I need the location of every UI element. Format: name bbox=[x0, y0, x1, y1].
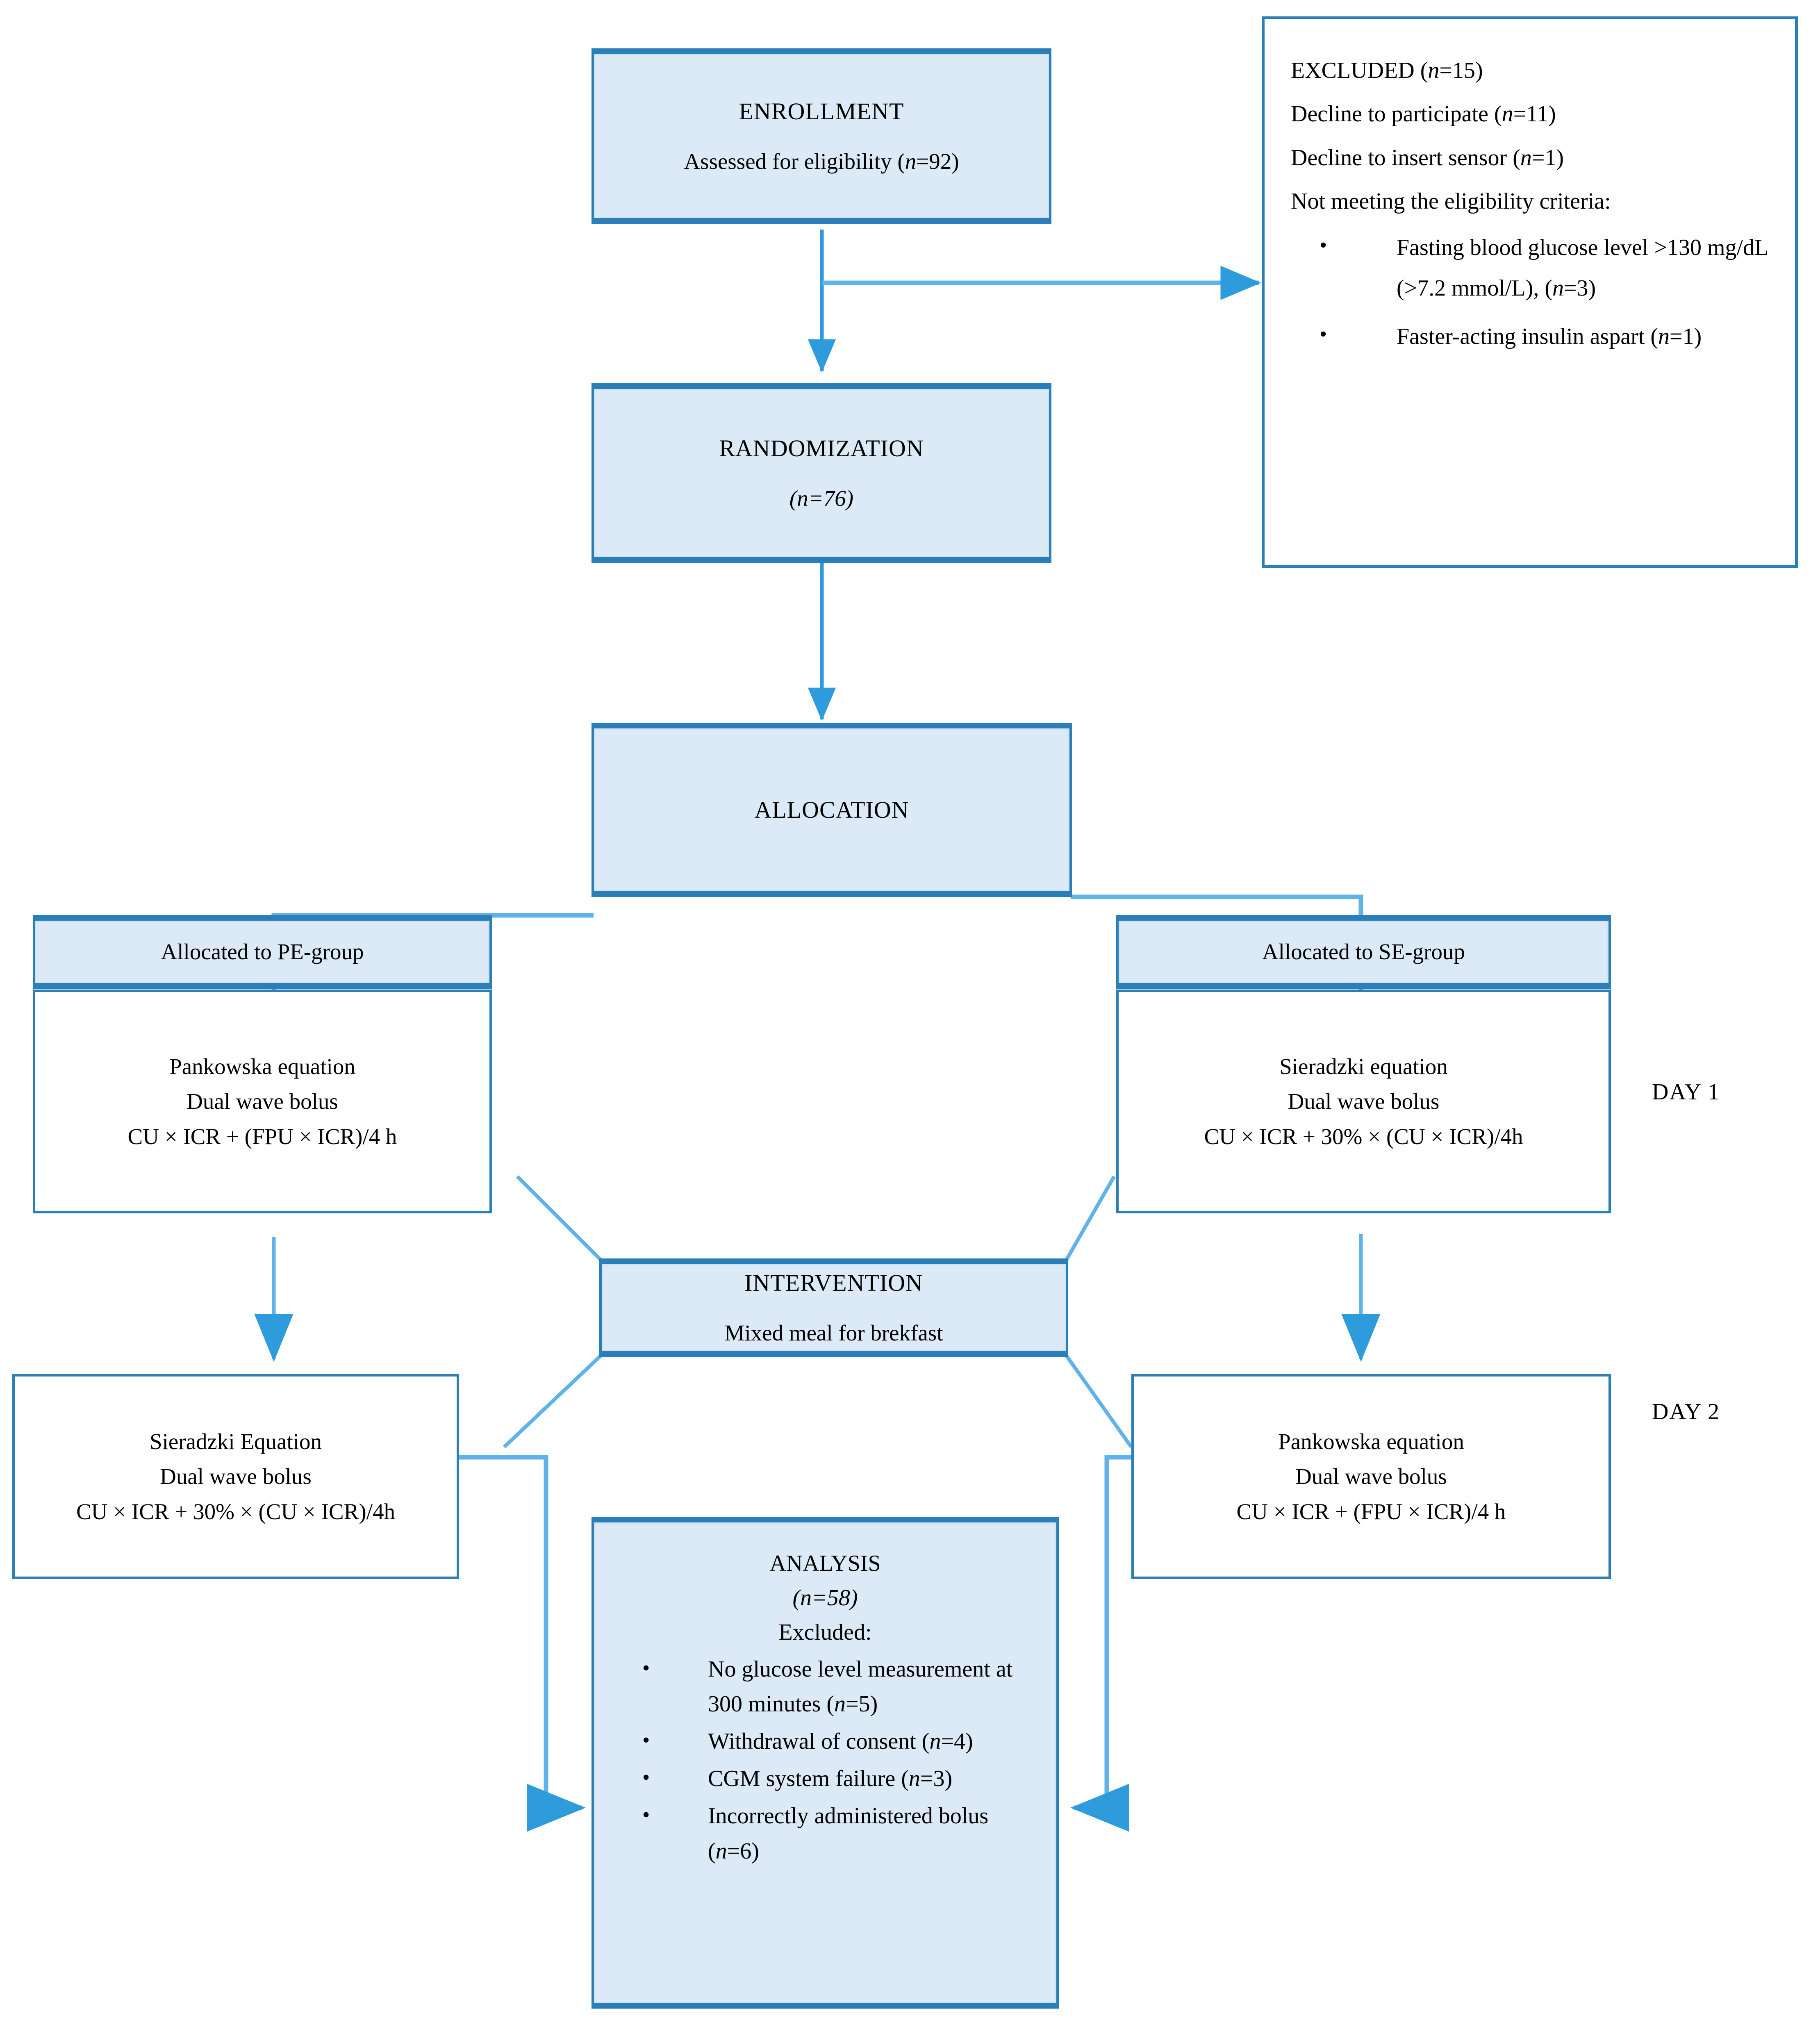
day2-left-line1: Sieradzki Equation bbox=[149, 1429, 322, 1454]
intervention-title: INTERVENTION bbox=[744, 1270, 923, 1297]
day2-right-line3: CU × ICR + (FPU × ICR)/4 h bbox=[1236, 1499, 1506, 1524]
allocation-title: ALLOCATION bbox=[754, 796, 909, 823]
analysis-box: ANALYSIS (n=58) Excluded: No glucose lev… bbox=[592, 1517, 1059, 2009]
analysis-bullet-list: No glucose level measurement at 300 minu… bbox=[594, 1652, 1056, 1871]
excluded-box: EXCLUDED (n=15) Decline to participate (… bbox=[1262, 16, 1798, 568]
connector-day2-left-to-analysis bbox=[458, 1455, 586, 1832]
list-item: Faster-acting insulin aspart (n=1) bbox=[1320, 316, 1797, 357]
analysis-title: ANALYSIS bbox=[769, 1551, 881, 1576]
enrollment-title: ENROLLMENT bbox=[739, 98, 904, 125]
randomization-subtitle: (n=76) bbox=[789, 486, 854, 511]
analysis-excluded-label: Excluded: bbox=[778, 1620, 872, 1645]
excluded-heading: EXCLUDED (n=15) bbox=[1291, 49, 1769, 92]
excluded-heading-n: n bbox=[1428, 58, 1440, 83]
allocation-box: ALLOCATION bbox=[592, 723, 1072, 897]
enrollment-subtitle-n: n bbox=[905, 149, 917, 174]
connector-intervention-to-day2-left bbox=[503, 1353, 603, 1449]
se-group-day1-box: Sieradzki equation Dual wave bolus CU × … bbox=[1116, 990, 1611, 1213]
excluded-line-decline-sensor: Decline to insert sensor (n=1) bbox=[1291, 145, 1564, 171]
list-item: No glucose level measurement at 300 minu… bbox=[642, 1652, 1040, 1722]
day2-label: DAY 2 bbox=[1652, 1399, 1720, 1424]
randomization-box: RANDOMIZATION (n=76) bbox=[592, 383, 1051, 563]
pe-group-line2: Dual wave bolus bbox=[187, 1089, 338, 1114]
enrollment-subtitle-suffix: =92) bbox=[916, 149, 959, 174]
day2-right-box: Pankowska equation Dual wave bolus CU × … bbox=[1131, 1374, 1611, 1579]
excluded-heading-suffix: =15) bbox=[1439, 58, 1483, 83]
excluded-bullet-list: Fasting blood glucose level >130 mg/dL (… bbox=[1291, 227, 1797, 365]
pe-group-header-box: Allocated to PE-group bbox=[33, 915, 492, 989]
intervention-subtitle: Mixed meal for brekfast bbox=[724, 1320, 943, 1346]
analysis-n: (n=58) bbox=[792, 1585, 858, 1611]
excluded-line-criteria: Not meeting the eligibility criteria: bbox=[1291, 189, 1611, 214]
intervention-box: INTERVENTION Mixed meal for brekfast bbox=[599, 1258, 1068, 1357]
excluded-heading-prefix: EXCLUDED ( bbox=[1291, 58, 1428, 83]
day2-left-line2: Dual wave bolus bbox=[160, 1464, 312, 1489]
se-group-header-label: Allocated to SE-group bbox=[1262, 939, 1465, 965]
se-group-line2: Dual wave bolus bbox=[1288, 1089, 1440, 1114]
day2-left-line3: CU × ICR + 30% × (CU × ICR)/4h bbox=[76, 1499, 395, 1524]
se-group-header-box: Allocated to SE-group bbox=[1116, 915, 1611, 989]
randomization-title: RANDOMIZATION bbox=[719, 435, 924, 462]
list-item: Incorrectly administered bolus (n=6) bbox=[642, 1799, 1040, 1868]
day1-label: DAY 1 bbox=[1652, 1079, 1720, 1105]
day2-right-line1: Pankowska equation bbox=[1278, 1429, 1464, 1454]
enrollment-subtitle: Assessed for eligibility (n=92) bbox=[684, 144, 959, 179]
pe-group-line1: Pankowska equation bbox=[169, 1054, 355, 1079]
enrollment-box: ENROLLMENT Assessed for eligibility (n=9… bbox=[592, 48, 1051, 224]
list-item: CGM system failure (n=3) bbox=[642, 1761, 1040, 1796]
se-group-line3: CU × ICR + 30% × (CU × ICR)/4h bbox=[1204, 1124, 1523, 1149]
connector-intervention-to-day2-right bbox=[1064, 1354, 1133, 1448]
se-group-line1: Sieradzki equation bbox=[1279, 1054, 1448, 1079]
pe-group-header-label: Allocated to PE-group bbox=[161, 939, 364, 965]
list-item: Fasting blood glucose level >130 mg/dL (… bbox=[1320, 227, 1797, 309]
excluded-line-decline-participate: Decline to participate (n=11) bbox=[1291, 101, 1556, 127]
pe-group-day1-box: Pankowska equation Dual wave bolus CU × … bbox=[33, 990, 492, 1213]
day2-right-line2: Dual wave bolus bbox=[1295, 1464, 1447, 1489]
day2-left-box: Sieradzki Equation Dual wave bolus CU × … bbox=[12, 1374, 459, 1579]
connector-pe-day1-to-intervention bbox=[516, 1175, 603, 1263]
pe-group-line3: CU × ICR + (FPU × ICR)/4 h bbox=[127, 1124, 397, 1149]
connector-se-day1-to-intervention bbox=[1064, 1175, 1116, 1262]
enrollment-subtitle-prefix: Assessed for eligibility ( bbox=[684, 149, 905, 174]
list-item: Withdrawal of consent (n=4) bbox=[642, 1724, 1040, 1759]
